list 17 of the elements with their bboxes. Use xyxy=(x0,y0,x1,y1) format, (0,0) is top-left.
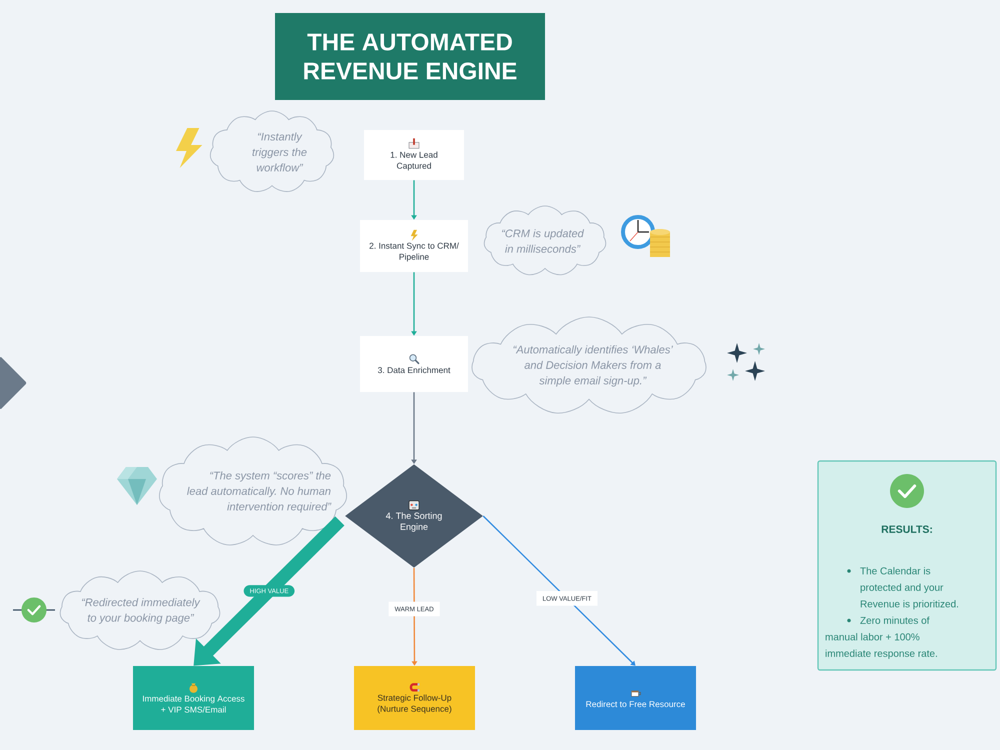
title-banner: THE AUTOMATED REVENUE ENGINE xyxy=(275,13,545,100)
node-label: The Calendar is protected and your Revenue is prioritized. xyxy=(860,567,958,610)
cloud-callout: “Instantly triggers the workflow” xyxy=(210,110,334,192)
process-box: 1. New Lead Captured xyxy=(364,130,464,180)
node-label: Zero minutes of manual labor + 100% immediate response rate. xyxy=(826,616,937,659)
cloud-callout: “The system “scores” the lead automatically. No human intervention required” xyxy=(159,436,347,546)
cloud-callout: “Redirected immediately to your booking page” xyxy=(60,570,220,650)
cloud-callout: “CRM is updated in milliseconds” xyxy=(484,206,606,276)
cloud-callout: “Automatically identifies ‘Whales’ and Decision Makers from a simple email sign-up.” xyxy=(472,316,706,414)
process-box: 3. Data Enrichment xyxy=(360,336,468,392)
process-box: 2. Instant Sync to CRM/ Pipeline xyxy=(360,220,468,272)
outcome-box: Redirect to Free Resource xyxy=(575,666,696,730)
results-box: RESULTS: The Calendar is protected and your Revenue is prioritized. Zero minutes of manual labor + 100% immediate response rate. xyxy=(817,460,997,671)
arrow xyxy=(482,516,636,666)
node-label: RESULTS: xyxy=(882,526,932,533)
outcome-box: Immediate Booking Access + VIP SMS/Email xyxy=(133,666,254,730)
outcome-box: Strategic Follow-Up (Nurture Sequence) xyxy=(354,666,475,730)
